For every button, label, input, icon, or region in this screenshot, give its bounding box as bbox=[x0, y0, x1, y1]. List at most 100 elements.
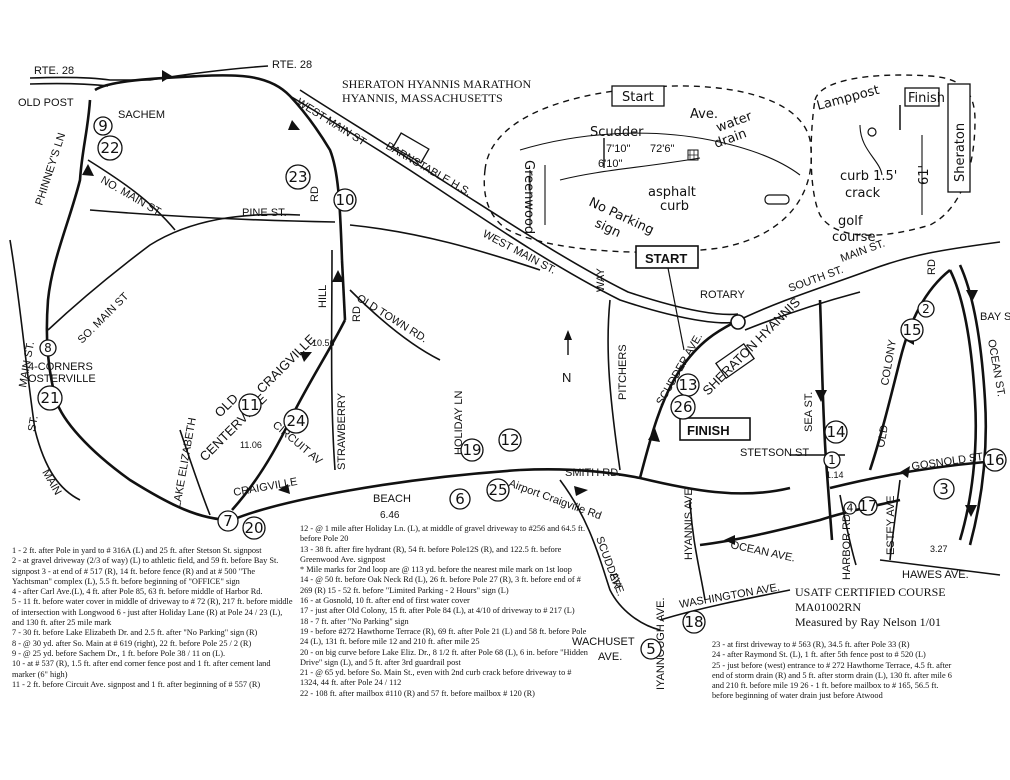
svg-text:3: 3 bbox=[939, 480, 949, 498]
mile-marker-11: 11 bbox=[238, 393, 262, 417]
svg-text:PHINNEY'S LN: PHINNEY'S LN bbox=[33, 131, 68, 207]
mile-marker-2: 2 bbox=[917, 300, 935, 318]
svg-text:HOLIDAY LN: HOLIDAY LN bbox=[453, 391, 465, 455]
svg-text:21: 21 bbox=[40, 389, 59, 407]
svg-text:Airport Craigville Rd: Airport Craigville Rd bbox=[507, 478, 603, 523]
svg-text:ESTEY AVE: ESTEY AVE bbox=[885, 495, 897, 555]
distance-labels: 10.56 11.06 6.46 1.14 3.27 bbox=[240, 338, 948, 554]
svg-text:PITCHERS: PITCHERS bbox=[617, 344, 629, 400]
svg-text:9: 9 bbox=[98, 117, 108, 135]
start-label: START bbox=[645, 251, 687, 266]
svg-text:CRAIGVILLE: CRAIGVILLE bbox=[232, 476, 298, 499]
finish-label: FINISH bbox=[687, 423, 730, 438]
svg-text:curb: curb bbox=[660, 199, 689, 214]
finish-box bbox=[679, 417, 751, 441]
svg-text:golf: golf bbox=[838, 214, 863, 229]
svg-text:Sheraton: Sheraton bbox=[953, 123, 968, 182]
svg-text:4-CORNERS: 4-CORNERS bbox=[28, 361, 93, 373]
route-arrows bbox=[82, 70, 978, 545]
mile-marker-13: 13 bbox=[676, 373, 700, 397]
start-box bbox=[635, 245, 699, 269]
svg-text:14: 14 bbox=[826, 423, 845, 441]
svg-text:ROTARY: ROTARY bbox=[700, 289, 745, 301]
svg-text:BAY ST: BAY ST bbox=[980, 311, 1010, 323]
svg-text:AVE.: AVE. bbox=[598, 651, 622, 663]
svg-text:HILL: HILL bbox=[317, 285, 329, 308]
svg-text:20: 20 bbox=[244, 519, 263, 537]
svg-text:Scudder: Scudder bbox=[590, 125, 644, 140]
mile-marker-7: 7 bbox=[217, 510, 239, 532]
mile-marker-21: 21 bbox=[37, 385, 63, 411]
title-line-2: HYANNIS, MASSACHUSETTS bbox=[342, 91, 503, 105]
mile-marker-1: 1 bbox=[823, 451, 841, 469]
mile-marker-24: 24 bbox=[283, 408, 309, 434]
svg-text:RD: RD bbox=[926, 259, 938, 275]
start-inset: Start Scudder Ave. water drain 7'10" 72'… bbox=[483, 85, 812, 253]
mile-markers: 1 2 3 4 5 6 7 8 9 10 11 12 13 14 15 16 1… bbox=[37, 116, 1007, 660]
svg-text:1: 1 bbox=[828, 453, 836, 467]
svg-text:STETSON ST: STETSON ST bbox=[740, 447, 809, 459]
svg-text:SEA ST.: SEA ST. bbox=[803, 392, 815, 432]
svg-text:SMITH RD.: SMITH RD. bbox=[565, 467, 621, 479]
north-arrow: N bbox=[562, 330, 572, 385]
mile-marker-20: 20 bbox=[242, 516, 266, 540]
svg-text:OCEAN AVE.: OCEAN AVE. bbox=[729, 539, 796, 564]
svg-text:12: 12 bbox=[500, 431, 519, 449]
svg-text:HARBOR RD.: HARBOR RD. bbox=[841, 511, 853, 580]
svg-text:N: N bbox=[562, 370, 571, 385]
mile-marker-6: 6 bbox=[449, 488, 471, 510]
svg-text:RTE. 28: RTE. 28 bbox=[272, 59, 312, 71]
svg-text:OLD POST: OLD POST bbox=[18, 97, 74, 109]
svg-text:1.14: 1.14 bbox=[826, 470, 844, 480]
mile-marker-19: 19 bbox=[460, 438, 484, 462]
mile-marker-18: 18 bbox=[682, 610, 706, 634]
svg-text:Ave.: Ave. bbox=[690, 107, 718, 122]
svg-text:17: 17 bbox=[858, 497, 877, 515]
svg-text:3.27: 3.27 bbox=[930, 544, 948, 554]
svg-text:61': 61' bbox=[917, 165, 932, 185]
svg-text:crack: crack bbox=[845, 186, 881, 201]
svg-text:5: 5 bbox=[646, 640, 656, 658]
svg-text:OLD TOWN RD.: OLD TOWN RD. bbox=[354, 292, 429, 345]
barnstable-hs-building bbox=[392, 132, 430, 164]
svg-text:10.56: 10.56 bbox=[312, 338, 335, 348]
sheraton-building bbox=[715, 342, 755, 380]
svg-text:Start: Start bbox=[622, 90, 654, 105]
svg-text:OLD: OLD bbox=[875, 424, 891, 448]
svg-text:13: 13 bbox=[678, 376, 697, 394]
svg-text:Greenwood: Greenwood bbox=[521, 160, 536, 234]
svg-text:8: 8 bbox=[44, 341, 52, 355]
mile-marker-9: 9 bbox=[93, 116, 113, 136]
mile-marker-17: 17 bbox=[858, 496, 878, 516]
title-line-1: SHERATON HYANNIS MARATHON bbox=[342, 77, 531, 91]
svg-text:SHERATON HYANNIS: SHERATON HYANNIS bbox=[700, 294, 804, 398]
svg-text:19: 19 bbox=[462, 441, 481, 459]
svg-text:24: 24 bbox=[286, 412, 305, 430]
svg-text:10: 10 bbox=[335, 191, 354, 209]
mile-marker-12: 12 bbox=[498, 428, 522, 452]
svg-text:MAIN: MAIN bbox=[39, 468, 63, 498]
mile-marker-22: 22 bbox=[97, 135, 123, 161]
svg-text:16: 16 bbox=[985, 451, 1004, 469]
svg-text:SACHEM: SACHEM bbox=[118, 109, 165, 121]
svg-text:18: 18 bbox=[684, 613, 703, 631]
mile-marker-23: 23 bbox=[285, 164, 311, 190]
svg-text:11: 11 bbox=[240, 396, 259, 414]
svg-text:4: 4 bbox=[847, 502, 854, 515]
svg-text:course: course bbox=[832, 230, 875, 245]
svg-text:23: 23 bbox=[288, 168, 307, 186]
svg-text:6: 6 bbox=[455, 490, 465, 508]
svg-text:6'10": 6'10" bbox=[598, 158, 622, 170]
notes-right: 23 - at first driveway to # 563 (R), 34.… bbox=[712, 640, 952, 701]
mile-marker-4: 4 bbox=[843, 501, 857, 515]
svg-text:7: 7 bbox=[223, 512, 233, 530]
svg-text:curb 1.5': curb 1.5' bbox=[840, 169, 897, 184]
mile-marker-3: 3 bbox=[933, 478, 955, 500]
svg-text:OSTERVILLE: OSTERVILLE bbox=[28, 373, 96, 385]
finish-inset: Finish Sheraton Lamppost curb 1.5' crack… bbox=[810, 74, 976, 245]
svg-text:72'6": 72'6" bbox=[650, 143, 674, 155]
mile-marker-5: 5 bbox=[640, 638, 662, 660]
svg-text:BEACH: BEACH bbox=[373, 493, 411, 505]
svg-text:Finish: Finish bbox=[908, 91, 945, 106]
